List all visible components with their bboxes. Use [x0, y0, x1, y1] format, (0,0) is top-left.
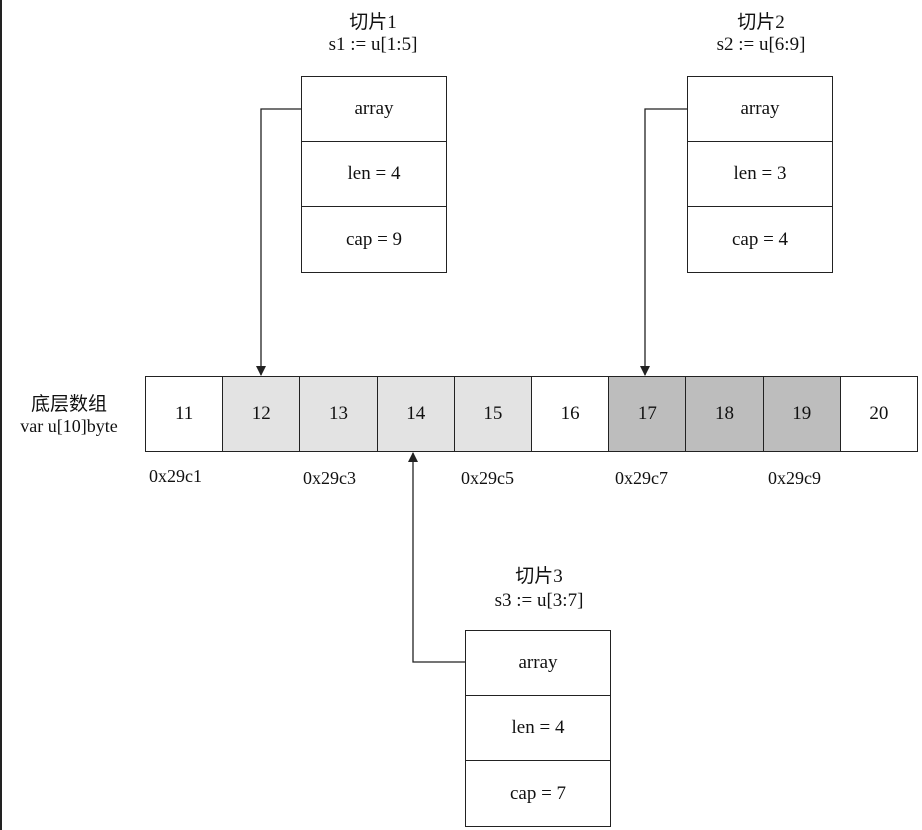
array-cell: 13: [300, 377, 378, 451]
address-label: 0x29c7: [615, 468, 668, 488]
slice1-expression: s1 := u[1:5]: [328, 34, 418, 55]
slice3-pointer-arrow: [408, 452, 465, 663]
slice3-header: array len = 4 cap = 7: [465, 630, 611, 827]
array-cell: 16: [532, 377, 610, 451]
address-label: 0x29c1: [149, 466, 202, 486]
slice2-expression: s2 := u[6:9]: [716, 34, 806, 55]
array-cell: 12: [223, 377, 301, 451]
left-border: [0, 0, 2, 830]
slice1-len-field: len = 4: [302, 142, 446, 207]
array-cell: 14: [377, 377, 455, 451]
slice3-len-field: len = 4: [466, 696, 610, 761]
array-cell: 20: [840, 377, 918, 451]
array-cell: 17: [609, 377, 687, 451]
slice1-array-field: array: [302, 77, 446, 142]
slice2-title: 切片2: [737, 12, 785, 33]
array-cell: 11: [146, 377, 224, 451]
array-declaration: var u[10]byte: [20, 416, 118, 436]
address-label: 0x29c5: [461, 468, 514, 488]
slice2-len-field: len = 3: [688, 142, 832, 207]
slice3-cap-field: cap = 7: [509, 782, 567, 804]
slice1-cap-field: cap = 9: [345, 228, 403, 250]
slice2-array-field: array: [688, 77, 832, 142]
address-label: 0x29c9: [768, 468, 821, 488]
array-label: 底层数组: [30, 394, 108, 415]
array-cell: 18: [686, 377, 764, 451]
slice3-expression: s3 := u[3:7]: [494, 590, 584, 611]
slice3-title: 切片3: [515, 566, 563, 587]
address-label: 0x29c3: [303, 468, 356, 488]
slice1-title: 切片1: [349, 12, 397, 33]
slice1-header: array len = 4 cap = 9: [301, 76, 447, 273]
slice2-pointer-arrow: [640, 108, 687, 376]
underlying-array: 11 12 13 14 15 16 17 18 19 20: [145, 376, 918, 452]
array-cell: 15: [454, 377, 533, 451]
slice1-pointer-arrow: [256, 108, 301, 376]
slice2-header: array len = 3 cap = 4: [687, 76, 833, 273]
slice3-array-field: array: [466, 631, 610, 696]
array-cell: 19: [763, 377, 841, 451]
slice2-cap-field: cap = 4: [731, 228, 789, 250]
